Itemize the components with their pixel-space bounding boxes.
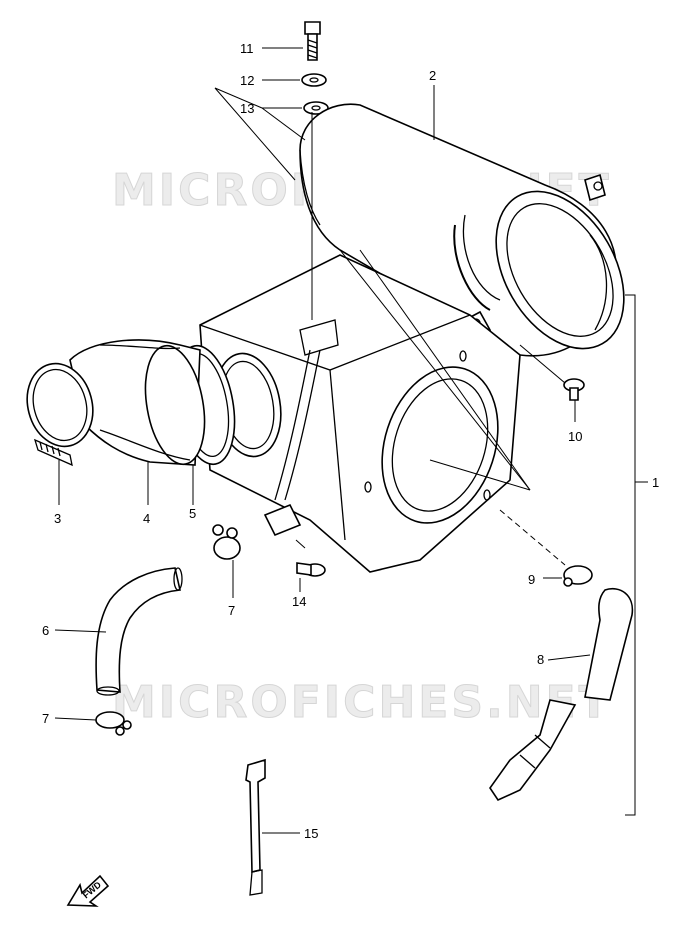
part-7-cap-lower <box>95 711 132 736</box>
part-4-intake-tube <box>69 339 206 466</box>
leader-lines <box>54 47 648 834</box>
part-15-strap <box>245 758 266 896</box>
callout-7-upper: 7 <box>228 603 235 618</box>
part-7-cap-upper <box>212 524 241 560</box>
part-12-washer <box>301 73 327 87</box>
part-10-screw <box>563 378 585 401</box>
part-3-hose-clamp <box>26 362 94 467</box>
callout-7-lower: 7 <box>42 711 49 726</box>
callout-10: 10 <box>568 429 582 444</box>
part-6-hose <box>95 567 183 696</box>
part-11-bolt <box>304 21 321 61</box>
part-8-drain-hose <box>489 588 634 802</box>
part-14-screw <box>296 562 326 577</box>
callout-5: 5 <box>189 506 196 521</box>
callout-11: 11 <box>240 41 254 56</box>
callout-13: 13 <box>240 101 254 116</box>
callout-4: 4 <box>143 511 150 526</box>
callout-6: 6 <box>42 623 49 638</box>
callout-3: 3 <box>54 511 61 526</box>
callout-8: 8 <box>537 652 544 667</box>
callout-15: 15 <box>304 826 318 841</box>
callout-12: 12 <box>240 73 254 88</box>
fwd-arrow-icon: FWD <box>66 874 110 907</box>
callout-1: 1 <box>652 475 659 490</box>
part-9-cap <box>563 565 593 587</box>
callout-9: 9 <box>528 572 535 587</box>
watermark-bottom: MICROFICHES.NET <box>112 677 612 728</box>
callout-14: 14 <box>292 594 306 609</box>
part-13-grommet <box>303 101 329 115</box>
callout-2: 2 <box>429 68 436 83</box>
callout-numbers: 11 12 13 2 1 10 3 4 5 6 7 7 8 9 14 15 <box>42 41 659 841</box>
part-1-case <box>199 254 521 573</box>
